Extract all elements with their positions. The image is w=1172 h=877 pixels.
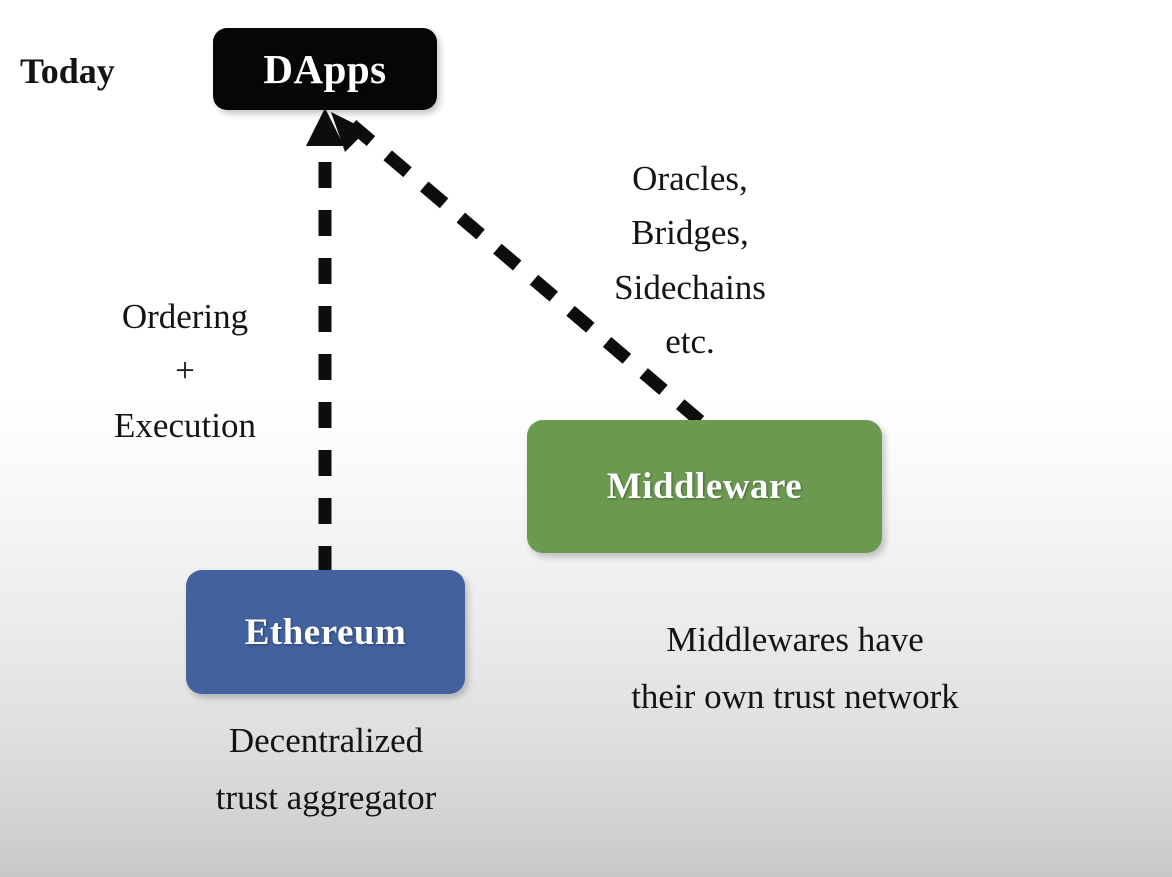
ethereum-caption-line-1: Decentralized — [228, 721, 424, 760]
middleware-types-line-4: etc. — [665, 321, 715, 361]
ordering-line-2: + — [175, 351, 195, 391]
ethereum-caption-line-2: trust aggregator — [215, 777, 437, 817]
page-title: Today — [20, 51, 115, 91]
caption-ethereum: Decentralized trust aggregator — [150, 713, 502, 826]
edge-label-middleware-types: Oracles, Bridges, Sidechains etc. — [565, 152, 815, 369]
edge-label-ordering-execution: Ordering + Execution — [60, 290, 310, 453]
node-dapps[interactable]: DApps — [213, 28, 437, 110]
caption-middleware: Middlewares have their own trust network — [560, 612, 1030, 725]
middleware-types-line-2: Bridges, — [631, 213, 749, 253]
middleware-caption-line-2: their own trust network — [631, 676, 959, 716]
node-ethereum-label: Ethereum — [244, 611, 407, 653]
arrowhead-diagonal-icon — [331, 112, 367, 152]
node-middleware[interactable]: Middleware — [527, 420, 882, 553]
arrowhead-vertical-icon — [306, 108, 344, 146]
node-ethereum[interactable]: Ethereum — [186, 570, 465, 694]
node-dapps-label: DApps — [263, 46, 387, 92]
middleware-types-line-3: Sidechains — [614, 267, 766, 307]
ordering-line-3: Execution — [114, 405, 256, 445]
middleware-types-line-1: Oracles, — [632, 159, 748, 198]
middleware-caption-line-1: Middlewares have — [666, 620, 924, 659]
ordering-line-1: Ordering — [121, 297, 249, 336]
node-middleware-label: Middleware — [606, 466, 803, 507]
